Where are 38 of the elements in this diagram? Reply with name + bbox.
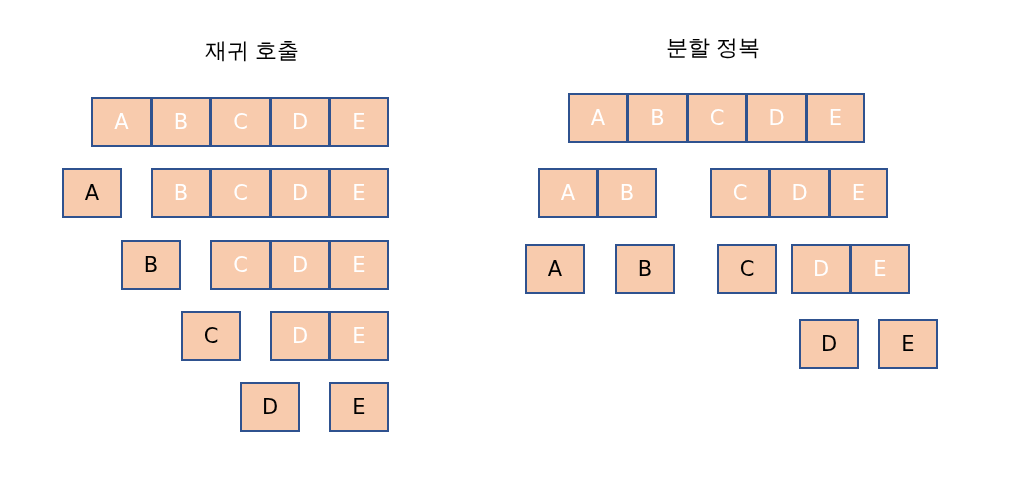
letter-cell: D — [270, 311, 330, 361]
letter-cell: B — [151, 97, 211, 147]
letter-cell: C — [687, 93, 747, 143]
letter-cell: E — [878, 319, 938, 369]
letter-cell: C — [210, 97, 271, 147]
letter-cell: E — [329, 97, 389, 147]
letter-cell: C — [181, 311, 241, 361]
letter-cell: D — [270, 97, 330, 147]
letter-cell: E — [850, 244, 910, 294]
letter-cell: D — [799, 319, 859, 369]
letter-cell: B — [627, 93, 688, 143]
letter-cell: D — [240, 382, 300, 432]
letter-cell: A — [525, 244, 585, 294]
letter-cell: E — [329, 240, 389, 290]
letter-cell: D — [746, 93, 807, 143]
letter-cell: A — [62, 168, 122, 218]
letter-cell: A — [568, 93, 628, 143]
letter-cell: E — [329, 311, 389, 361]
letter-cell: E — [829, 168, 888, 218]
letter-cell: B — [121, 240, 181, 290]
letter-cell: E — [329, 168, 389, 218]
letter-cell: E — [329, 382, 389, 432]
letter-cell: C — [717, 244, 777, 294]
letter-cell: D — [270, 240, 330, 290]
panel-title: 재귀 호출 — [204, 37, 300, 65]
letter-cell: B — [597, 168, 657, 218]
letter-cell: D — [791, 244, 851, 294]
letter-cell: C — [710, 168, 770, 218]
letter-cell: D — [270, 168, 330, 218]
panel-title: 분할 정복 — [665, 34, 761, 62]
letter-cell: E — [806, 93, 865, 143]
letter-cell: C — [210, 240, 271, 290]
letter-cell: B — [151, 168, 211, 218]
letter-cell: A — [538, 168, 598, 218]
letter-cell: D — [769, 168, 830, 218]
letter-cell: B — [615, 244, 675, 294]
letter-cell: A — [91, 97, 152, 147]
letter-cell: C — [210, 168, 271, 218]
